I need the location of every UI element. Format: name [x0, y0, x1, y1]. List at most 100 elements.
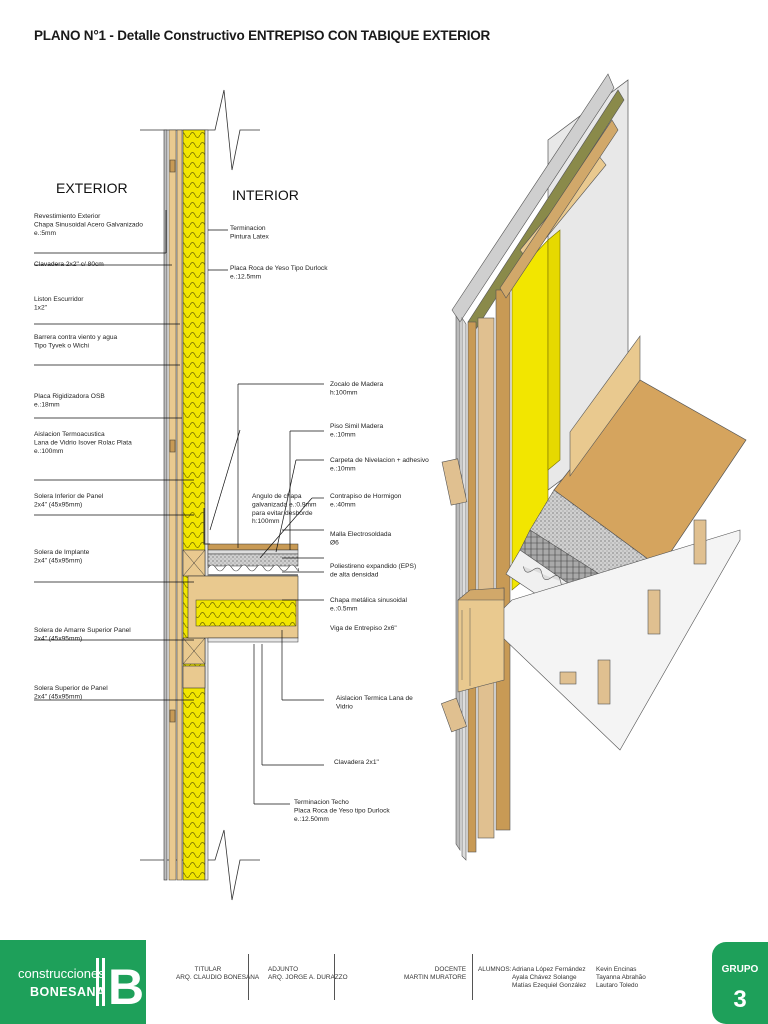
label-osb-line: e.:18mm	[34, 401, 60, 408]
label-terminacion-line: Pintura Latex	[230, 233, 270, 240]
adjunto-heading: ADJUNTO	[268, 966, 299, 973]
label-contrapiso-line: e.:40mm	[330, 501, 356, 508]
student-name: Adriana López Fernández	[512, 966, 586, 973]
label-liston-line: Liston Escurridor	[34, 296, 84, 303]
docente-name: MARTIN MURATORE	[404, 974, 467, 981]
label-aislacion-line: Aislacion Termoacustica	[34, 431, 105, 438]
student-name: Ayala Chávez Solange	[512, 974, 577, 981]
label-aislacion-lana-line: Aislacion Termica Lana de	[336, 695, 413, 702]
label-zocalo-line: Zocalo de Madera	[330, 381, 383, 388]
label-solera-inferior-line: 2x4" (45x95mm)	[34, 501, 82, 508]
label-viga-line: Viga de Entrepiso 2x6"	[330, 625, 397, 632]
grupo-label: GRUPO	[721, 964, 759, 975]
label-aislacion-line: e.:100mm	[34, 448, 64, 455]
label-chapa-line: e.:0.5mm	[330, 605, 358, 612]
adjunto-name: ARQ. JORGE A. DURAZZO	[268, 974, 348, 981]
titular-heading: TITULAR	[194, 966, 222, 973]
label-zocalo-line: h:100mm	[330, 389, 358, 396]
brand-line-2: BONESANA	[30, 985, 106, 999]
label-solera-superior-line: Solera Superior de Panel	[34, 685, 108, 692]
label-malla-line: Ø6	[330, 539, 339, 546]
interior-label: INTERIOR	[232, 187, 299, 203]
brand-logo-icon: B	[96, 958, 142, 1014]
label-viga: Viga de Entrepiso 2x6"	[330, 625, 397, 632]
label-clavadera-2x1-line: Clavadera 2x1"	[334, 759, 380, 766]
label-angulo-line: para evitar desborde	[252, 510, 313, 517]
label-solera-implante-line: 2x4" (45x95mm)	[34, 557, 82, 564]
student-name: Matías Ezequiel González	[512, 982, 587, 989]
label-piso-line: e.:10mm	[330, 431, 356, 438]
student-name: Tayanna Abrahão	[596, 974, 646, 981]
grupo-number: 3	[733, 986, 747, 1013]
titular-block: TITULAR ARQ. CLAUDIO BONESANA	[176, 966, 260, 982]
footer-divider	[472, 954, 473, 1000]
student-name: Kevin Encinas	[596, 966, 637, 973]
label-aislacion-line: Lana de Vidrio Isover Rolac Plata	[34, 439, 132, 446]
grupo-badge: GRUPO 3	[712, 942, 768, 1024]
label-barrera-line: Tipo Tyvek o Wichi	[34, 342, 89, 349]
wall-section	[140, 89, 299, 901]
label-carpeta-line: Carpeta de Nivelacion + adhesivo	[330, 457, 429, 464]
titular-name: ARQ. CLAUDIO BONESANA	[176, 974, 260, 981]
label-angulo-line: h:100mm	[252, 518, 280, 525]
label-eps: Poliestireno expandido (EPS)de alta dens…	[330, 563, 416, 578]
exterior-label: EXTERIOR	[56, 180, 128, 196]
brand-block: construcciones BONESANA B	[0, 940, 146, 1024]
brand-line-1: construcciones	[18, 966, 105, 981]
label-carpeta-line: e.:10mm	[330, 465, 356, 472]
label-revestimiento-line: e.:5mm	[34, 230, 56, 237]
label-solera-implante-line: Solera de Implante	[34, 549, 90, 556]
page-title: PLANO N°1 - Detalle Constructivo ENTREPI…	[34, 28, 491, 43]
student-name: Lautaro Toledo	[596, 982, 639, 989]
label-revestimiento-line: Revestimiento Exterior	[34, 213, 101, 220]
label-solera-superior-line: 2x4" (45x95mm)	[34, 693, 82, 700]
label-eps-line: de alta densidad	[330, 571, 379, 578]
adjunto-block: ADJUNTO ARQ. JORGE A. DURAZZO	[268, 966, 348, 982]
docente-block: DOCENTE MARTIN MURATORE	[404, 966, 466, 982]
label-eps-line: Poliestireno expandido (EPS)	[330, 563, 416, 570]
construction-detail-drawing: EXTERIOR INTERIOR Revestimiento Exterior…	[34, 73, 747, 901]
label-chapa-line: Chapa metálica sinusoidal	[330, 597, 408, 604]
docente-heading: DOCENTE	[434, 966, 466, 973]
label-solera-inferior-line: Solera Inferior de Panel	[34, 493, 104, 500]
label-contrapiso-line: Contrapiso de Hormigon	[330, 493, 402, 500]
label-terminacion-line: Terminacion	[230, 225, 266, 232]
label-angulo-line: galvanizada e.:0.9mm	[252, 501, 317, 508]
label-placa-yeso-line: Placa Roca de Yeso Tipo Durlock	[230, 265, 328, 272]
label-piso-line: Piso Simil Madera	[330, 423, 383, 430]
label-placa-yeso-line: e.:12.5mm	[230, 273, 262, 280]
label-terminacion-techo-line: Terminacion Techo	[294, 799, 349, 806]
label-clavadera-line: Clavadera 2x2" c/ 80cm	[34, 261, 104, 268]
label-angulo-line: Angulo de chapa	[252, 493, 302, 500]
footer-divider	[248, 954, 249, 1000]
label-barrera-line: Barrera contra viento y agua	[34, 334, 118, 341]
brand-logo-letter: B	[108, 959, 142, 1014]
label-malla-line: Malla Electrosoldada	[330, 531, 392, 538]
alumnos-heading: ALUMNOS:	[478, 966, 512, 973]
label-clavadera: Clavadera 2x2" c/ 80cm	[34, 261, 104, 268]
